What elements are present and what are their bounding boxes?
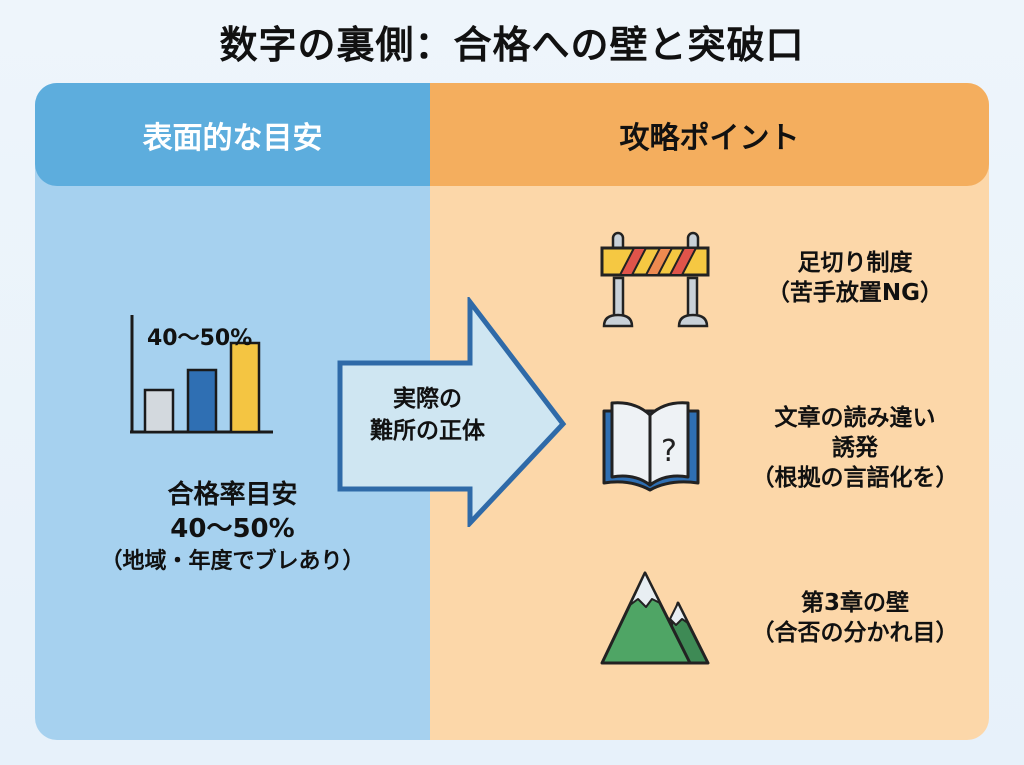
comparison-panel: 表面的な目安 攻略ポイント 40〜50% 合格率目安 40〜50% （地域・年度…	[35, 83, 989, 740]
pass-rate-note: （地域・年度でブレあり）	[100, 549, 365, 574]
item-title: 文章の読み違い	[774, 405, 936, 431]
strategy-item-chapter3: 第3章の壁 （合否の分かれ目）	[580, 563, 989, 673]
svg-text:?: ?	[661, 434, 677, 469]
pass-rate-text: 合格率目安 40〜50% （地域・年度でブレあり）	[35, 478, 430, 578]
open-book-question-icon: ?	[602, 401, 700, 492]
item-title: 第3章の壁	[800, 590, 909, 616]
item-note: （根拠の言語化を）	[751, 465, 959, 491]
item-note: （苦手放置NG）	[766, 280, 944, 306]
strategy-item-reading: ? 文章の読み違い 誘発 （根拠の言語化を）	[580, 393, 989, 503]
arrow-right-icon	[337, 297, 567, 527]
item-note: （合否の分かれ目）	[751, 620, 959, 646]
strategy-item-cutoff: 足切り制度 （苦手放置NG）	[580, 223, 989, 333]
pass-rate-title: 合格率目安	[167, 480, 298, 510]
chart-label: 40〜50%	[147, 326, 253, 351]
bar-chart-icon	[130, 315, 273, 434]
arrow-label: 実際の 難所の正体	[370, 386, 485, 444]
item-title: 足切り制度	[797, 250, 913, 276]
mountain-icon	[600, 571, 710, 665]
barricade-icon	[600, 231, 710, 328]
right-header: 攻略ポイント	[430, 83, 989, 186]
item-title-cont: 誘発	[832, 435, 878, 461]
pass-rate-value: 40〜50%	[170, 514, 295, 544]
page-title: 数字の裏側：合格への壁と突破口	[219, 23, 805, 67]
left-header: 表面的な目安	[35, 83, 430, 186]
